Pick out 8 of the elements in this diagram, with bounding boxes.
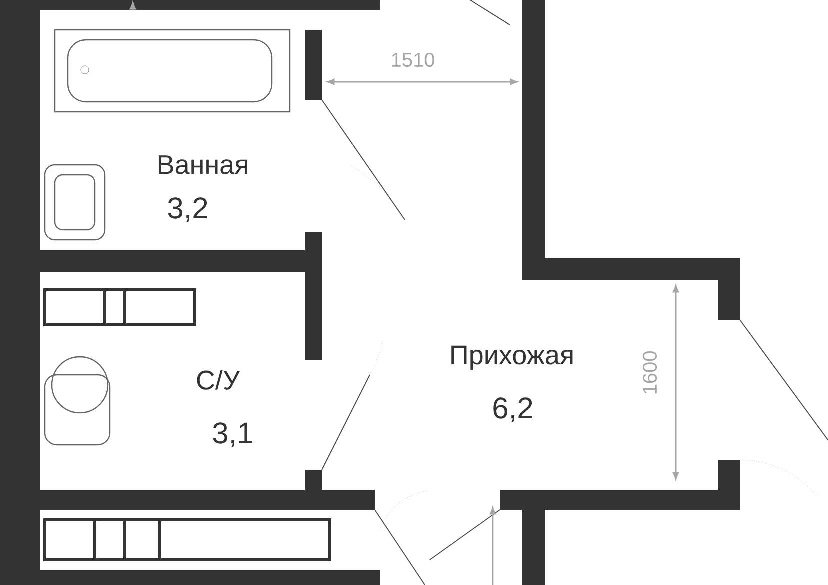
room-name: С/У <box>197 370 240 390</box>
dimension-label: 1600 <box>640 348 660 398</box>
room-name: Прихожая <box>452 346 573 370</box>
room-area: 3,1 <box>213 422 252 448</box>
dimension-label: 1510 <box>388 50 438 70</box>
room-name: Ванная <box>158 156 248 174</box>
room-area: 6,2 <box>494 398 532 422</box>
room-area: 3,2 <box>168 198 208 222</box>
